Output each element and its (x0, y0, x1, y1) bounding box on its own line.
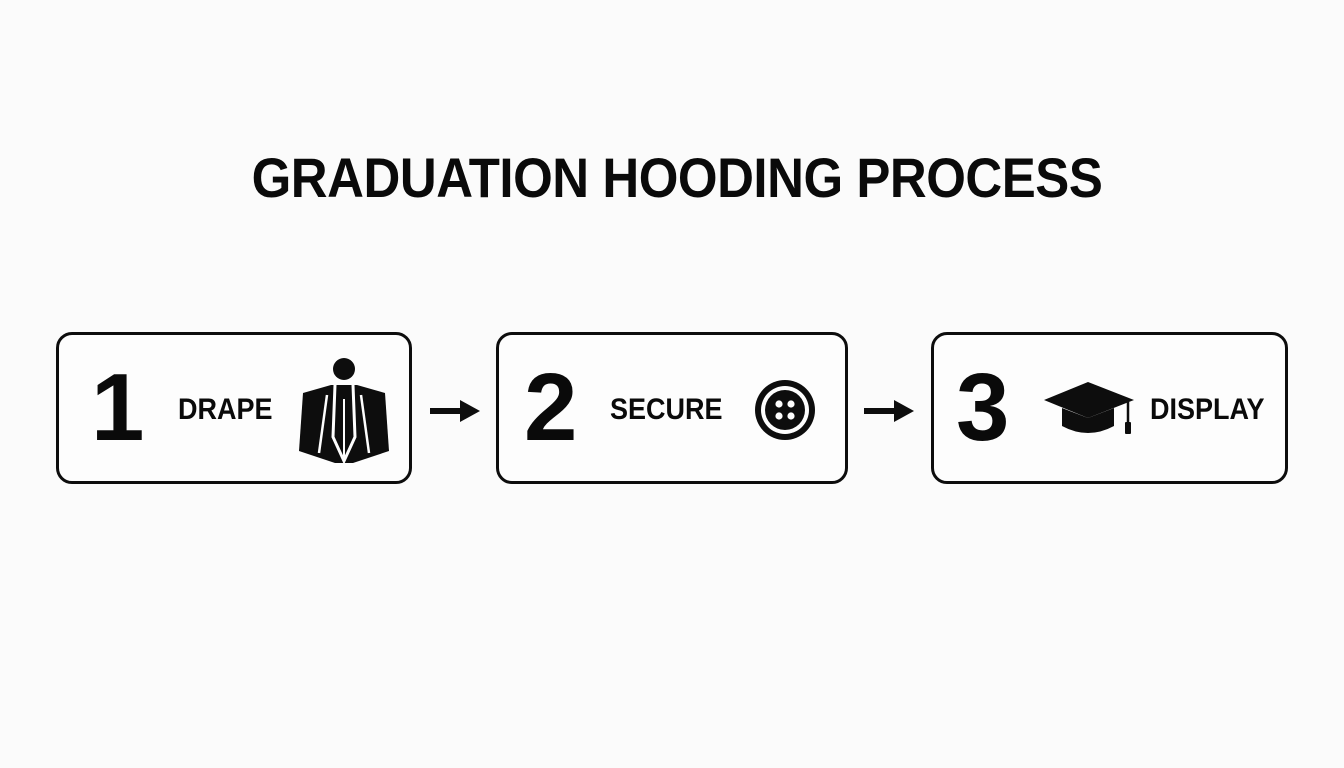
step-3-box: 3 DISPLAY (931, 332, 1288, 484)
button-icon (755, 380, 815, 440)
step-3-number: 3 (956, 354, 1010, 461)
step-2-box: 2 SECURE (496, 332, 848, 484)
step-1-label: DRAPE (178, 393, 273, 426)
hood-drape-icon (299, 358, 389, 465)
step-3-label: DISPLAY (1150, 393, 1265, 426)
arrow-right-icon (864, 400, 914, 422)
step-2-number: 2 (524, 354, 578, 461)
graduation-cap-icon (1044, 382, 1134, 434)
step-1-number: 1 (91, 354, 145, 461)
arrow-right-icon (430, 400, 480, 422)
diagram-title: GRADUATION HOODING PROCESS (251, 146, 1103, 209)
step-1-box: 1 DRAPE (56, 332, 412, 484)
step-2-label: SECURE (610, 393, 723, 426)
